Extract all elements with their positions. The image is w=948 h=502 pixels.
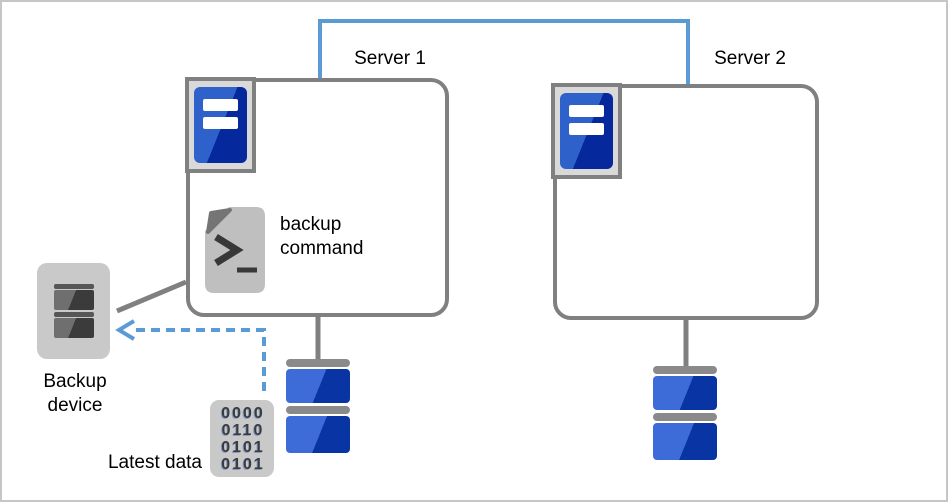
backup-command-label-line1: backup (280, 214, 342, 235)
backup-device-label: Backup device (18, 370, 132, 418)
disk-cap-icon (286, 359, 350, 367)
server2-icon (551, 83, 622, 179)
server1-icon (185, 77, 256, 173)
server1-storage-disk-icon (286, 359, 350, 456)
server-slot-icon (569, 123, 604, 135)
binary-row: 0101 (221, 438, 265, 456)
disk-cap-icon (286, 406, 350, 414)
server-slot-icon (203, 117, 238, 129)
backup-command-label: backup command (280, 213, 363, 261)
latest-data-arrowhead-icon (115, 319, 136, 341)
backup-device-icon (37, 263, 110, 359)
drive-body-icon (54, 318, 94, 338)
disk-platter-icon (286, 369, 350, 403)
disk-cap-icon (653, 413, 717, 421)
disk-platter-icon (653, 423, 717, 460)
latest-data-binary-icon: 0000 0110 0101 0101 (210, 400, 274, 477)
binary-row: 0101 (221, 455, 265, 473)
drive-bar-icon (54, 284, 94, 289)
drive-bar-icon (54, 312, 94, 317)
server-slot-icon (569, 105, 604, 117)
server-chassis-icon (194, 87, 247, 163)
backup-device-label-line1: Backup (43, 371, 107, 392)
disk-cap-icon (653, 366, 717, 374)
binary-row: 0000 (221, 404, 265, 422)
server2-storage-disk-icon (653, 366, 717, 463)
backup-device-label-line2: device (47, 395, 103, 416)
latest-data-label: Latest data (107, 452, 202, 473)
backup-command-script-icon (205, 207, 265, 293)
disk-platter-icon (286, 416, 350, 453)
binary-row: 0110 (221, 421, 265, 439)
disk-platter-icon (653, 376, 717, 410)
backup-command-label-line2: command (280, 238, 364, 259)
server1-backup-device-line (116, 279, 187, 314)
drive-body-icon (54, 290, 94, 310)
server1-label: Server 1 (354, 48, 426, 69)
prompt-chevron-icon (214, 234, 244, 266)
server2-label: Server 2 (714, 48, 786, 69)
latest-data-arrow-line (133, 328, 266, 391)
backup-device-drives-icon (54, 284, 94, 340)
server-chassis-icon (560, 93, 613, 169)
server-slot-icon (203, 99, 238, 111)
document-folded-corner-icon (206, 208, 232, 234)
